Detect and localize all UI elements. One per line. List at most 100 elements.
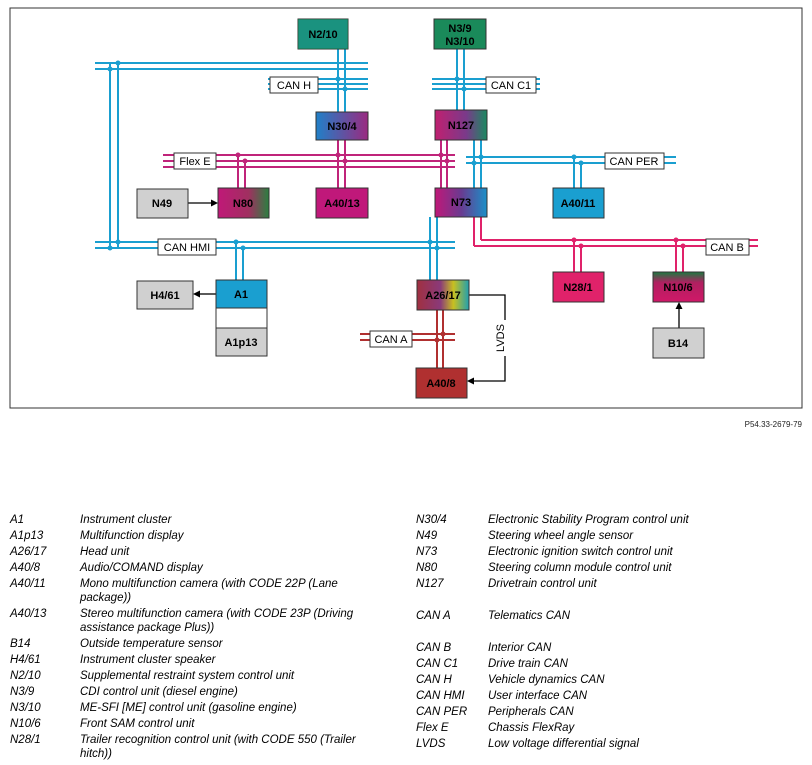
legend-description: Drivetrain control unit [488,578,597,590]
node-a40-11[interactable]: A40/11 [552,187,605,219]
node-n49[interactable]: N49 [136,188,189,219]
legend-code: N49 [416,530,438,542]
legend-code: CAN HMI [416,690,465,702]
can-hmi-label-box [157,238,217,256]
legend-code: H4/61 [10,654,41,666]
arrow-b14-n106 [675,302,683,309]
svg-text:A40/8: A40/8 [426,378,455,390]
legend-code: N28/1 [10,734,41,746]
can-b-junctions [571,237,686,249]
legend-code: LVDS [416,738,446,750]
legend-description: Front SAM control unit [80,718,195,730]
legend-item: A40/11 Mono multifunction camera (with CO… [10,577,380,605]
legend-code: A40/11 [10,578,46,590]
legend-code: CAN PER [416,706,468,718]
node-a40-8[interactable]: A40/8 [415,367,468,399]
svg-text:N80: N80 [233,198,253,210]
legend-description: Electronic ignition switch control unit [488,546,673,558]
node-b14[interactable]: B14 [652,327,705,359]
can-c1-label: CAN C1 [491,80,531,92]
legend-description: Stereo multifunction camera (with CODE 2… [80,608,354,634]
legend-description: Instrument cluster speaker [80,654,216,666]
node-n3-9-n3-10[interactable]: N3/9 N3/10 [433,18,487,50]
can-b-label-box [705,238,750,256]
node-a26-17[interactable]: A26/17 [416,279,470,311]
svg-text:A1p13: A1p13 [224,337,257,349]
legend-code: CAN C1 [416,658,459,670]
legend-item: H4/61 Instrument cluster speaker [10,653,380,667]
legend-description: Audio/COMAND display [80,562,203,574]
legend-description: ME-SFI [ME] control unit (gasoline engin… [80,702,297,714]
can-per-label: CAN PER [610,156,659,168]
legend-description: Outside temperature sensor [80,638,223,650]
can-per-junctions [471,154,584,166]
legend-description: Vehicle dynamics CAN [488,674,605,686]
flex-e-label: Flex E [179,156,210,168]
svg-text:N49: N49 [152,198,172,210]
node-n2-10[interactable]: N2/10 [297,18,349,50]
legend-description: Steering column module control unit [488,562,672,574]
legend-description: Supplemental restraint system control un… [80,670,295,682]
node-a1p13[interactable]: A1p13 [215,307,268,357]
legend-item: N49 Steering wheel angle sensor [416,529,788,543]
legend-item: B14 Outside temperature sensor [10,637,380,651]
svg-text:N30/4: N30/4 [327,121,357,133]
legend-description: Head unit [80,546,130,558]
legend-description: Instrument cluster [80,514,172,526]
node-n73[interactable]: N73 [434,187,488,218]
can-a-junctions [434,331,446,343]
legend-code: N73 [416,546,438,558]
svg-text:N28/1: N28/1 [563,282,592,294]
node-n3-10-label: N3/10 [445,36,474,48]
svg-text:N73: N73 [451,197,471,209]
legend-item: N73 Electronic ignition switch control un… [416,545,788,559]
legend-description: Peripherals CAN [488,706,574,718]
node-a40-13[interactable]: A40/13 [315,187,369,219]
node-n10-6[interactable]: N10/6 [652,271,705,303]
node-h4-61[interactable]: H4/61 [136,280,194,310]
svg-text:A26/17: A26/17 [425,290,460,302]
svg-text:N10/6: N10/6 [663,282,692,294]
legend-item: CAN C1 Drive train CAN [416,657,788,671]
can-hmi-label: CAN HMI [164,242,210,254]
legend-description: Electronic Stability Program control uni… [488,514,689,526]
legend-item: N10/6 Front SAM control unit [10,717,380,731]
lvds-arrow [467,377,474,385]
legend-description: Interior CAN [488,642,552,654]
svg-text:A1: A1 [234,289,248,301]
legend-code: B14 [10,638,31,650]
legend-code: N10/6 [10,718,41,730]
legend-code: Flex E [416,722,449,734]
legend-code: N127 [416,578,444,590]
legend-description: Mono multifunction camera (with CODE 22P… [80,578,338,604]
flex-e-junctions [235,152,450,164]
svg-text:N127: N127 [448,120,474,132]
legend-code: A1 [10,514,25,526]
node-n80[interactable]: N80 [217,187,270,219]
legend-description: Steering wheel angle sensor [488,530,634,542]
node-n28-1[interactable]: N28/1 [552,271,605,303]
legend-description: Drive train CAN [488,658,568,670]
legend-code: A1p13 [10,530,44,542]
node-n30-4[interactable]: N30/4 [315,111,369,141]
node-a1[interactable]: A1 [215,279,268,309]
legend-code: A26/17 [10,546,47,558]
can-a-label-box [369,330,413,348]
svg-text:A40/13: A40/13 [324,198,359,210]
can-h-junctions [107,60,348,92]
legend-description: Low voltage differential signal [488,738,639,750]
lvds-label-bg [493,320,509,356]
svg-text:N2/10: N2/10 [308,29,337,41]
can-hmi-bus [95,217,455,280]
can-c1-junctions [454,76,467,92]
node-n127[interactable]: N127 [434,109,488,141]
